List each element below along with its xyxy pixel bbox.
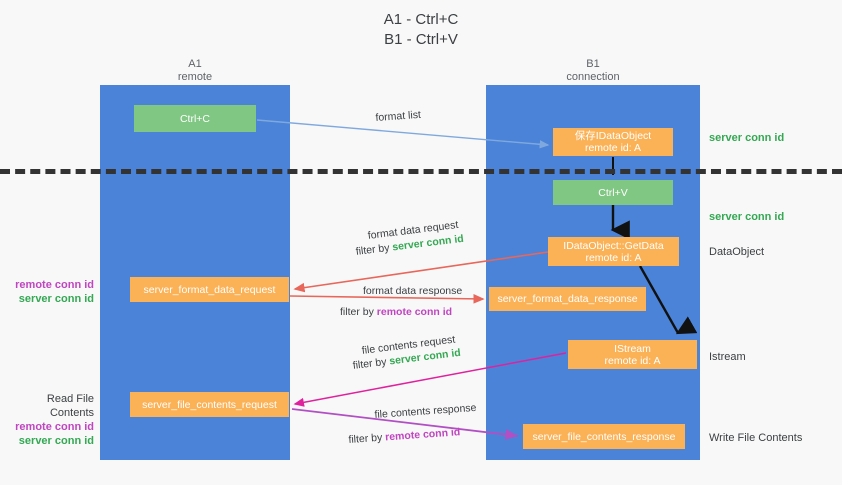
node-idataobject[interactable]: 保存IDataObject remote id: A [553,128,673,156]
node-server-format-data-response[interactable]: server_format_data_response [489,287,646,311]
node-ctrl-v[interactable]: Ctrl+V [553,180,673,205]
side-label-server-conn-id-top: server conn id [709,132,785,144]
side-label-dataobject: DataObject [709,246,765,258]
node-server-file-contents-request[interactable]: server_file_contents_request [130,392,289,417]
phase-divider [0,169,842,174]
node-server-format-data-request[interactable]: server_format_data_request [130,277,289,302]
side-label-istream: Istream [709,351,746,363]
left-label-remote-conn-id-2: remote conn id [15,421,94,433]
side-label-server-conn-id-mid: server conn id [709,211,785,223]
node-idataobject-getdata[interactable]: IDataObject::GetData remote id: A [548,237,679,266]
node-istream[interactable]: IStream remote id: A [568,340,697,369]
left-label-group-format: remote conn id server conn id [8,278,94,306]
filter-value-remote-conn-id: remote conn id [376,306,453,318]
edge-label-file-contents-response: file contents response [374,401,477,421]
edge-label-format-list: format list [375,108,422,124]
page-title: A1 - Ctrl+C B1 - Ctrl+V [383,11,459,48]
column-header-b1: B1 connection [566,58,620,83]
edge-label-file-contents-response-filter: filter by remote conn id [348,425,461,447]
edge-label-format-data-response: format data response [363,285,463,297]
left-label-server-conn-id-2: server conn id [18,435,94,447]
node-server-file-contents-response[interactable]: server_file_contents_response [523,424,685,449]
left-label-remote-conn-id: remote conn id [15,279,94,291]
side-label-write-file-contents: Write File Contents [709,432,803,444]
left-label-server-conn-id: server conn id [18,293,94,305]
filter-prefix-2: filter by [340,306,377,318]
left-label-read-file-contents: Read File Contents [46,393,94,419]
column-header-a1: A1 remote [177,58,213,83]
edge-label-format-data-response-filter: filter by remote conn id [340,305,452,319]
filter-prefix-3: filter by [352,355,391,372]
filter-prefix: filter by [355,241,394,258]
node-ctrl-c[interactable]: Ctrl+C [134,105,256,132]
filter-prefix-4: filter by [348,431,386,446]
left-label-group-file: Read File Contents remote conn id server… [8,392,94,448]
filter-value-remote-conn-id-2: remote conn id [384,426,461,444]
